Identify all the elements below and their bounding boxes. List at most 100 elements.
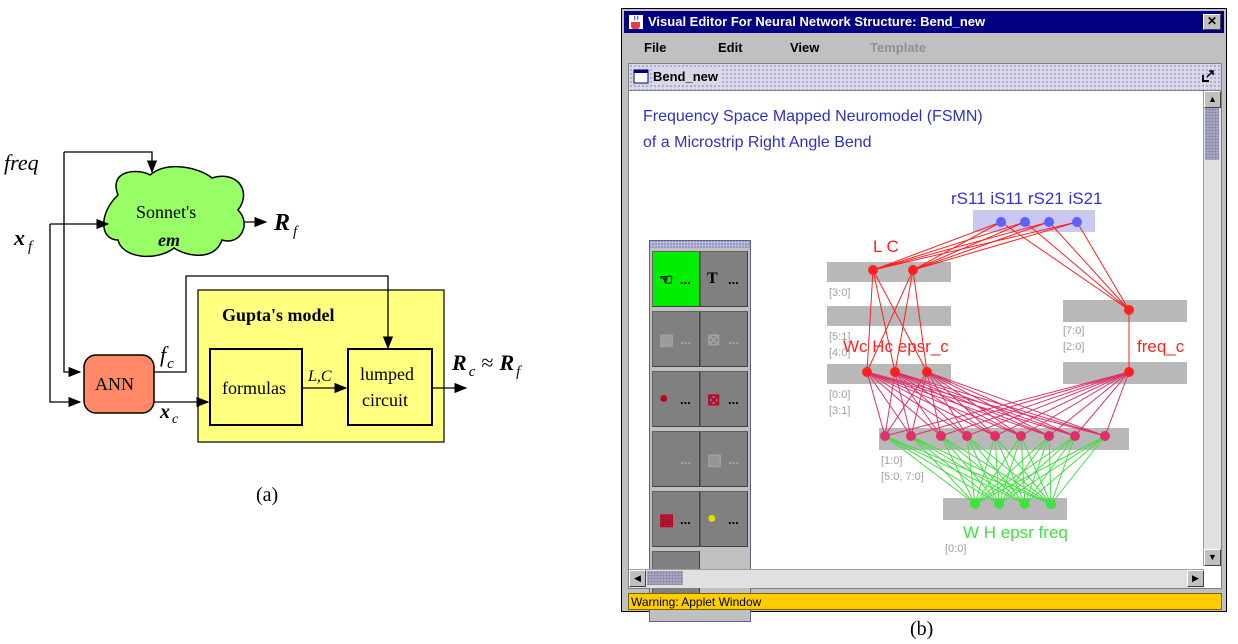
connection-line	[912, 269, 928, 373]
delete-neuron-button[interactable]: ⊠...	[700, 371, 748, 427]
layer-tool-button[interactable]: ▦...	[652, 311, 700, 367]
connection-line	[884, 371, 896, 437]
tag-7-0: [7:0]	[1063, 325, 1084, 337]
connect-tool-button[interactable]: ▧...	[700, 431, 748, 487]
vertical-scroll-thumb[interactable]	[1205, 108, 1219, 160]
freq-c-label: freq_c	[1137, 337, 1185, 356]
scroll-left-icon[interactable]: ◀	[629, 570, 646, 587]
mid-neuron	[862, 367, 872, 377]
connection-line	[998, 435, 1050, 505]
input-neuron	[994, 499, 1004, 509]
connection-line	[926, 371, 996, 437]
connect-icon: ▧	[707, 452, 723, 469]
sonnet-label-2: em	[158, 230, 180, 250]
text-tool-button[interactable]: T...	[700, 251, 748, 307]
tag-0-0-b: [0:0]	[945, 543, 966, 555]
connection-line	[872, 269, 896, 373]
connection-line	[912, 221, 1026, 271]
ann-box	[83, 354, 155, 414]
connection-line	[1050, 435, 1076, 505]
output-layer-bar	[973, 210, 1095, 232]
connection-line	[894, 371, 1022, 437]
neuron-tool-button[interactable]: ●...	[652, 371, 700, 427]
mid-layer-bar	[827, 364, 951, 384]
connection-line	[998, 435, 1076, 505]
connection-line	[1024, 435, 1106, 505]
connection-line	[1074, 371, 1130, 437]
scroll-down-icon[interactable]: ▼	[1204, 549, 1221, 566]
connection-line	[974, 435, 1106, 505]
close-icon[interactable]: ✕	[1203, 14, 1221, 30]
layer-tool-dots: ...	[680, 332, 691, 347]
delete-layer-button[interactable]: ⊠...	[700, 311, 748, 367]
table-tool-button[interactable]: ▦...	[652, 491, 700, 547]
output-neuron	[1020, 217, 1030, 227]
connection-line	[966, 435, 1026, 505]
applet-window: Visual Editor For Neural Network Structu…	[621, 8, 1227, 622]
connection-line	[966, 435, 1052, 505]
ann-label: ANN	[95, 374, 134, 394]
frame-window-icon	[633, 69, 649, 84]
neuron-icon: ●	[659, 390, 669, 407]
connection-line	[894, 371, 996, 437]
connection-line	[998, 435, 1106, 505]
sphere-icon: ●	[707, 510, 717, 527]
connection-line	[1050, 435, 1106, 505]
delete-neuron-dots: ...	[728, 392, 739, 407]
connection-line	[912, 221, 1050, 271]
connection-line	[872, 221, 1026, 271]
connection-line	[926, 371, 1050, 437]
connection-line	[966, 435, 1000, 505]
hand-tool-dots: ...	[680, 272, 691, 287]
delete-neuron-icon: ⊠	[707, 392, 721, 409]
formulas-box	[209, 348, 303, 426]
internal-frame-titlebar[interactable]: Bend_new	[629, 64, 1221, 91]
scroll-right-icon[interactable]: ▶	[1187, 570, 1204, 587]
tag-0-0-a: [0:0]	[829, 389, 850, 401]
connection-line	[884, 435, 976, 505]
internal-frame: Bend_new Frequency Space Mapped Neuromod…	[628, 63, 1222, 622]
hidden-neuron	[1070, 431, 1080, 441]
empty-tool-dots: ...	[680, 452, 691, 467]
tag-5-0-7-0: [5:0, 7:0]	[881, 471, 924, 483]
connection-line	[910, 435, 1026, 505]
hidden-neuron	[1016, 431, 1026, 441]
connection-line	[866, 371, 912, 437]
lumped-label-1: lumped	[360, 364, 414, 384]
menu-edit[interactable]: Edit	[718, 40, 743, 55]
formulas-label: formulas	[222, 378, 286, 398]
empty-tool-button[interactable]: ...	[652, 431, 700, 487]
output-neuron	[1072, 217, 1082, 227]
output-neuron	[1044, 217, 1054, 227]
connection-line	[994, 371, 1130, 437]
connection-line	[974, 435, 1050, 505]
menu-template[interactable]: Template	[870, 40, 927, 55]
connection-line	[1024, 435, 1076, 505]
restore-icon[interactable]	[1201, 69, 1215, 83]
input-neuron	[1020, 499, 1030, 509]
connection-line	[940, 435, 976, 505]
palette-handle[interactable]	[650, 241, 750, 248]
input-neuron-labels: W H epsr freq	[963, 523, 1068, 542]
sphere-tool-button[interactable]: ●...	[700, 491, 748, 547]
scroll-up-icon[interactable]: ▲	[1204, 91, 1221, 108]
menu-view[interactable]: View	[790, 40, 820, 55]
connection-line	[1048, 371, 1130, 437]
horizontal-scroll-thumb[interactable]	[647, 571, 683, 585]
horizontal-scrollbar[interactable]: ◀ ▶	[629, 569, 1204, 588]
connection-line	[1024, 221, 1130, 311]
connection-line	[866, 269, 874, 373]
vertical-scrollbar[interactable]: ▲ ▼	[1203, 91, 1221, 566]
connection-line	[926, 371, 1106, 437]
hand-tool-button[interactable]: ☜...	[652, 251, 700, 307]
hidden-neuron	[906, 431, 916, 441]
connection-line	[866, 371, 886, 437]
output-neuron	[996, 217, 1006, 227]
internal-frame-title: Bend_new	[653, 69, 722, 84]
tag-3-1: [3:1]	[829, 405, 850, 417]
menu-file[interactable]: File	[644, 40, 667, 55]
connection-line	[926, 371, 1022, 437]
connection-line	[894, 371, 1050, 437]
